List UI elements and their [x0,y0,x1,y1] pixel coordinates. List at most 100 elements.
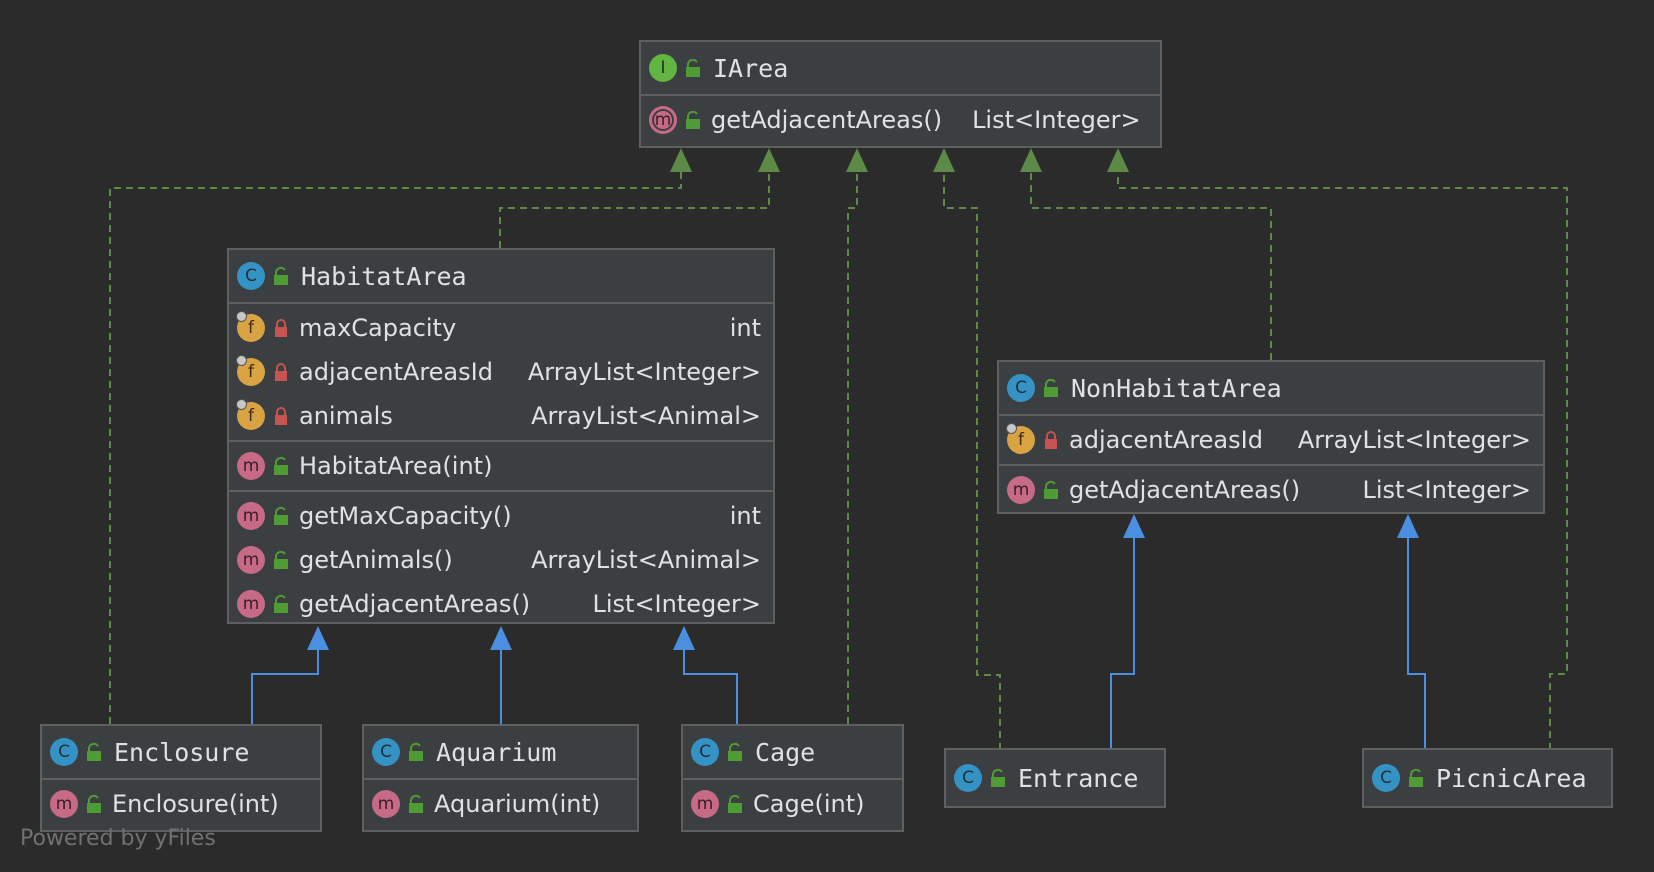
public-visibility-icon [1043,378,1059,398]
field-row[interactable]: f adjacentAreasId ArrayList<Integer> [229,350,773,394]
final-pin-icon [236,311,247,322]
constructor-row[interactable]: m Enclosure(int) [42,782,320,826]
member-type: ArrayList<Integer> [1297,426,1531,454]
member-name: adjacentAreasId [299,358,493,386]
node-habitatarea[interactable]: C HabitatArea f maxCapacity int f adjace… [227,248,775,624]
method-icon: m [372,790,400,818]
method-icon: m [691,790,719,818]
edge-entrance-extends-nonhabitat [1110,536,1135,750]
public-visibility-icon [990,768,1006,788]
arrowhead-realization [846,148,868,172]
constructors-section: m Aquarium(int) [364,778,637,828]
final-pin-icon [1006,423,1017,434]
class-name: Enclosure [114,737,250,767]
method-icon: m [1007,476,1035,504]
method-icon: m [237,590,265,618]
method-icon: m [237,502,265,530]
node-header: C Enclosure [42,726,320,778]
node-iarea[interactable]: I IArea m getAdjacentAreas() List<Intege… [639,40,1162,148]
method-row[interactable]: m getAdjacentAreas() List<Integer> [229,582,773,626]
class-icon: C [372,738,400,766]
edge-nonhabitat-implements-iarea [1030,170,1272,360]
edge-entrance-implements-iarea [943,170,1001,750]
edge-habitatarea-implements-iarea [499,170,770,248]
methods-section: m getAdjacentAreas() List<Integer> [999,464,1543,514]
final-pin-icon [236,399,247,410]
node-header: C Entrance [946,750,1164,806]
member-name: getAdjacentAreas() [299,590,531,618]
class-name: IArea [713,53,789,83]
class-icon: C [50,738,78,766]
method-row[interactable]: m getMaxCapacity() int [229,494,773,538]
node-cage[interactable]: C Cage m Cage(int) [681,724,904,832]
method-icon: m [237,452,265,480]
member-type: List<Integer> [972,106,1141,134]
public-visibility-icon [273,266,289,286]
method-row[interactable]: m getAnimals() ArrayList<Animal> [229,538,773,582]
private-visibility-icon [273,406,289,426]
class-name: Cage [755,737,816,767]
member-name: getAdjacentAreas() [711,106,943,134]
watermark: Powered by yFiles [20,826,216,851]
field-row[interactable]: f adjacentAreasId ArrayList<Integer> [999,418,1543,462]
member-name: getAnimals() [299,546,453,574]
node-header: I IArea [641,42,1160,94]
node-picnicarea[interactable]: C PicnicArea [1362,748,1613,808]
member-name: animals [299,402,393,430]
class-icon: C [954,764,982,792]
fields-section: f maxCapacity int f adjacentAreasId Arra… [229,302,773,440]
private-visibility-icon [1043,430,1059,450]
node-nonhabitatarea[interactable]: C NonHabitatArea f adjacentAreasId Array… [997,360,1545,514]
method-row[interactable]: m getAdjacentAreas() List<Integer> [999,468,1543,512]
arrowhead-inheritance [673,626,695,650]
constructor-row[interactable]: m Cage(int) [683,782,902,826]
constructor-row[interactable]: m Aquarium(int) [364,782,637,826]
public-visibility-icon [273,456,289,476]
member-type: int [729,502,761,530]
final-pin-icon [236,355,247,366]
method-row[interactable]: m getAdjacentAreas() List<Integer> [641,98,1160,142]
public-visibility-icon [86,794,102,814]
public-visibility-icon [273,506,289,526]
member-name: Enclosure(int) [112,790,279,818]
public-visibility-icon [1043,480,1059,500]
class-icon: C [237,262,265,290]
edge-cage-extends-habitatarea [683,648,738,724]
arrowhead-inheritance [1397,514,1419,538]
arrowhead-inheritance [1123,514,1145,538]
node-header: C Cage [683,726,902,778]
member-type: ArrayList<Animal> [531,402,761,430]
methods-section: m getAdjacentAreas() List<Integer> [641,94,1160,144]
node-entrance[interactable]: C Entrance [944,748,1166,808]
public-visibility-icon [408,742,424,762]
public-visibility-icon [685,58,701,78]
constructor-row[interactable]: m HabitatArea(int) [229,444,773,488]
fields-section: f adjacentAreasId ArrayList<Integer> [999,414,1543,464]
class-name: HabitatArea [301,261,467,291]
node-enclosure[interactable]: C Enclosure m Enclosure(int) [40,724,322,832]
class-name: PicnicArea [1436,763,1587,793]
node-header: C HabitatArea [229,250,773,302]
public-visibility-icon [408,794,424,814]
private-visibility-icon [273,362,289,382]
field-icon: f [1006,423,1035,454]
arrowhead-realization [933,148,955,172]
class-name: NonHabitatArea [1071,373,1282,403]
public-visibility-icon [685,110,701,130]
field-icon: f [236,355,265,386]
class-name: Entrance [1018,763,1139,793]
member-type: int [729,314,761,342]
field-row[interactable]: f maxCapacity int [229,306,773,350]
method-icon: m [50,790,78,818]
class-icon: C [1007,374,1035,402]
node-aquarium[interactable]: C Aquarium m Aquarium(int) [362,724,639,832]
member-type: ArrayList<Integer> [527,358,761,386]
arrowhead-realization [670,148,692,172]
edge-enclosure-extends-habitatarea [251,648,319,724]
class-icon: C [1372,764,1400,792]
public-visibility-icon [727,794,743,814]
member-name: HabitatArea(int) [299,452,493,480]
constructors-section: m HabitatArea(int) [229,440,773,490]
field-row[interactable]: f animals ArrayList<Animal> [229,394,773,438]
